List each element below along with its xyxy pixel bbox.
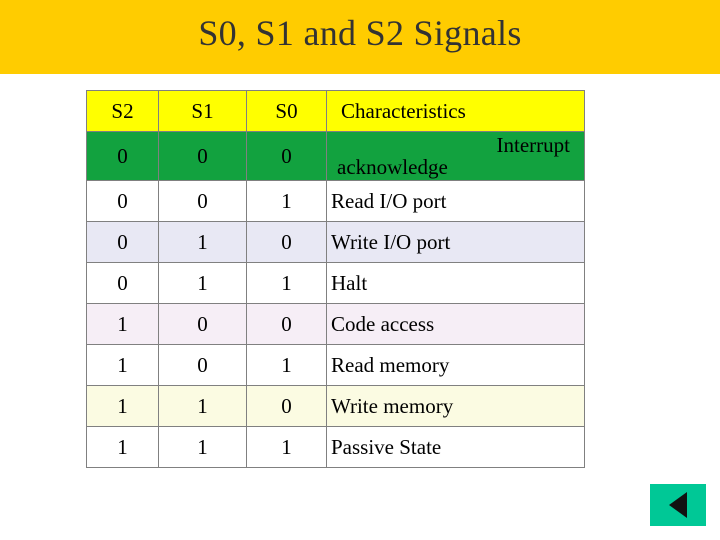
cell-s1: 0 xyxy=(158,344,247,387)
cell-s0: 1 xyxy=(246,180,327,223)
header-cell-characteristics: Characteristics xyxy=(326,90,585,132)
cell-characteristics: Write memory xyxy=(326,385,585,428)
table-header-row: S2 S1 S0 Characteristics xyxy=(86,90,585,132)
header-cell-s2: S2 xyxy=(86,90,159,132)
cell-s0: 1 xyxy=(246,426,327,469)
cell-characteristics: Write I/O port xyxy=(326,221,585,264)
table-row: 1 0 1 Read memory xyxy=(86,344,585,387)
cell-characteristics: Read I/O port xyxy=(326,180,585,223)
title-banner xyxy=(0,0,720,74)
cell-characteristics: Read memory xyxy=(326,344,585,387)
cell-s2: 1 xyxy=(86,303,159,346)
table-row: 1 1 0 Write memory xyxy=(86,385,585,428)
cell-s2: 1 xyxy=(86,344,159,387)
signals-table-container: S2 S1 S0 Characteristics 0 0 0 Interrupt… xyxy=(86,90,585,469)
cell-s2: 1 xyxy=(86,426,159,469)
cell-s0: 0 xyxy=(246,303,327,346)
cell-characteristics: Interrupt acknowledge xyxy=(326,130,585,182)
cell-s0: 0 xyxy=(246,385,327,428)
cell-s1: 0 xyxy=(158,130,247,182)
signals-table: S2 S1 S0 Characteristics 0 0 0 Interrupt… xyxy=(86,90,585,469)
back-button[interactable] xyxy=(650,484,706,526)
page-title: S0, S1 and S2 Signals xyxy=(198,13,522,53)
cell-characteristics-line2: acknowledge xyxy=(337,155,448,180)
table-row: 0 0 0 Interrupt acknowledge xyxy=(86,130,585,182)
table-row: 1 1 1 Passive State xyxy=(86,426,585,469)
cell-s1: 1 xyxy=(158,221,247,264)
table-row: 0 1 0 Write I/O port xyxy=(86,221,585,264)
cell-s0: 1 xyxy=(246,344,327,387)
table-row: 1 0 0 Code access xyxy=(86,303,585,346)
cell-s2: 1 xyxy=(86,385,159,428)
cell-characteristics-line1: Interrupt xyxy=(496,133,570,157)
cell-s2: 0 xyxy=(86,262,159,305)
cell-characteristics: Passive State xyxy=(326,426,585,469)
cell-s1: 0 xyxy=(158,303,247,346)
cell-s0: 1 xyxy=(246,262,327,305)
cell-s1: 0 xyxy=(158,180,247,223)
cell-characteristics: Code access xyxy=(326,303,585,346)
table-row: 0 1 1 Halt xyxy=(86,262,585,305)
header-cell-s1: S1 xyxy=(158,90,247,132)
cell-s1: 1 xyxy=(158,385,247,428)
back-triangle-icon xyxy=(669,492,687,518)
cell-s2: 0 xyxy=(86,130,159,182)
table-row: 0 0 1 Read I/O port xyxy=(86,180,585,223)
cell-s1: 1 xyxy=(158,262,247,305)
cell-s0: 0 xyxy=(246,221,327,264)
cell-s0: 0 xyxy=(246,130,327,182)
cell-s1: 1 xyxy=(158,426,247,469)
cell-s2: 0 xyxy=(86,180,159,223)
header-cell-s0: S0 xyxy=(246,90,327,132)
cell-characteristics: Halt xyxy=(326,262,585,305)
cell-s2: 0 xyxy=(86,221,159,264)
